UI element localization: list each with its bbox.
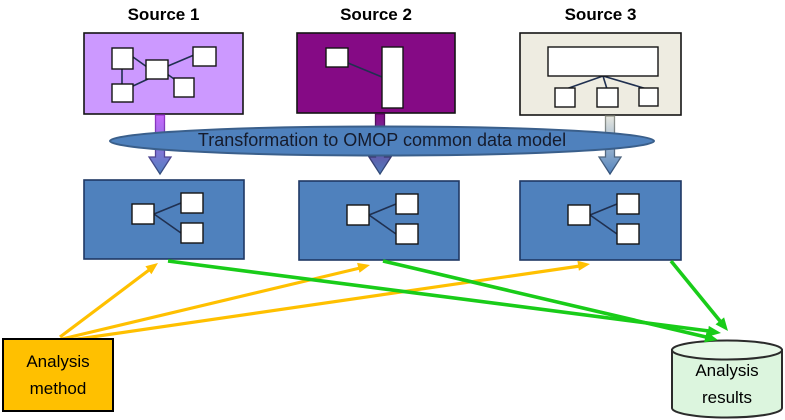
source-2-box <box>296 32 456 114</box>
source-3-title: Source 3 <box>564 5 637 24</box>
connector-line <box>368 203 397 216</box>
source-1-title: Source 1 <box>127 5 200 24</box>
connector-line <box>132 78 149 87</box>
cdm-box-3 <box>519 180 682 261</box>
data-node <box>395 223 419 245</box>
analysis-method-line2: method <box>29 379 87 398</box>
analysis-method-box <box>2 338 114 412</box>
connector-line <box>368 214 397 235</box>
data-node <box>325 47 349 68</box>
data-node <box>381 46 404 109</box>
yellow-arrow-1 <box>59 265 154 339</box>
green-arrow-1-head <box>707 325 721 337</box>
data-node <box>145 59 169 80</box>
analysis-results-line1: Analysis <box>695 361 759 380</box>
source-2-title: Source 2 <box>340 5 412 24</box>
data-node <box>547 46 659 77</box>
data-node <box>638 87 659 107</box>
green-arrow-3 <box>669 259 722 323</box>
yellow-arrow-1-head <box>145 263 158 275</box>
analysis-results-cylinder-top <box>671 339 783 361</box>
analysis-results-label: Analysis results <box>672 356 782 412</box>
cdm-box-3-group <box>519 180 682 261</box>
data-node <box>554 87 576 108</box>
data-node <box>111 83 134 103</box>
yellow-arrow-3 <box>63 264 581 343</box>
analysis-results-line2: results <box>701 388 753 407</box>
data-node <box>180 222 204 244</box>
data-node <box>192 46 217 67</box>
data-node <box>596 87 619 108</box>
analysis-method-line1: Analysis <box>26 352 90 371</box>
yellow-arrow-2-head <box>357 262 370 273</box>
transformation-ellipse <box>109 125 655 157</box>
data-node <box>616 223 640 245</box>
connector-line <box>602 75 608 90</box>
cdm-box-2-group <box>298 180 460 261</box>
data-node <box>616 193 640 215</box>
connector-line <box>589 214 618 235</box>
analysis-results-cylinder-body <box>671 349 783 419</box>
connector-line <box>153 202 182 215</box>
green-arrow-2-head <box>704 331 718 343</box>
analysis-method-label: Analysis method <box>3 339 113 411</box>
data-node <box>111 47 134 70</box>
cdm-box-1-group <box>83 179 245 260</box>
data-node <box>567 204 591 226</box>
connector-line <box>132 56 148 68</box>
connector-line <box>167 54 195 67</box>
connector-line <box>565 75 604 90</box>
data-node <box>131 203 155 225</box>
data-node <box>395 193 419 215</box>
transformation-label: Transformation to OMOP common data model <box>197 130 567 150</box>
green-arrow-2 <box>382 259 707 339</box>
yellow-arrow-3-head <box>577 260 590 271</box>
cdm-box-1 <box>83 179 245 260</box>
data-node <box>180 192 204 214</box>
data-node <box>173 77 195 98</box>
connector-line <box>347 62 383 78</box>
green-arrow-1 <box>167 259 710 333</box>
green-arrow-3-head <box>715 317 728 331</box>
connector-line <box>153 213 182 234</box>
cdm-box-2 <box>298 180 460 261</box>
data-node <box>346 204 370 226</box>
connector-line <box>602 75 648 90</box>
connector-line <box>589 203 618 216</box>
